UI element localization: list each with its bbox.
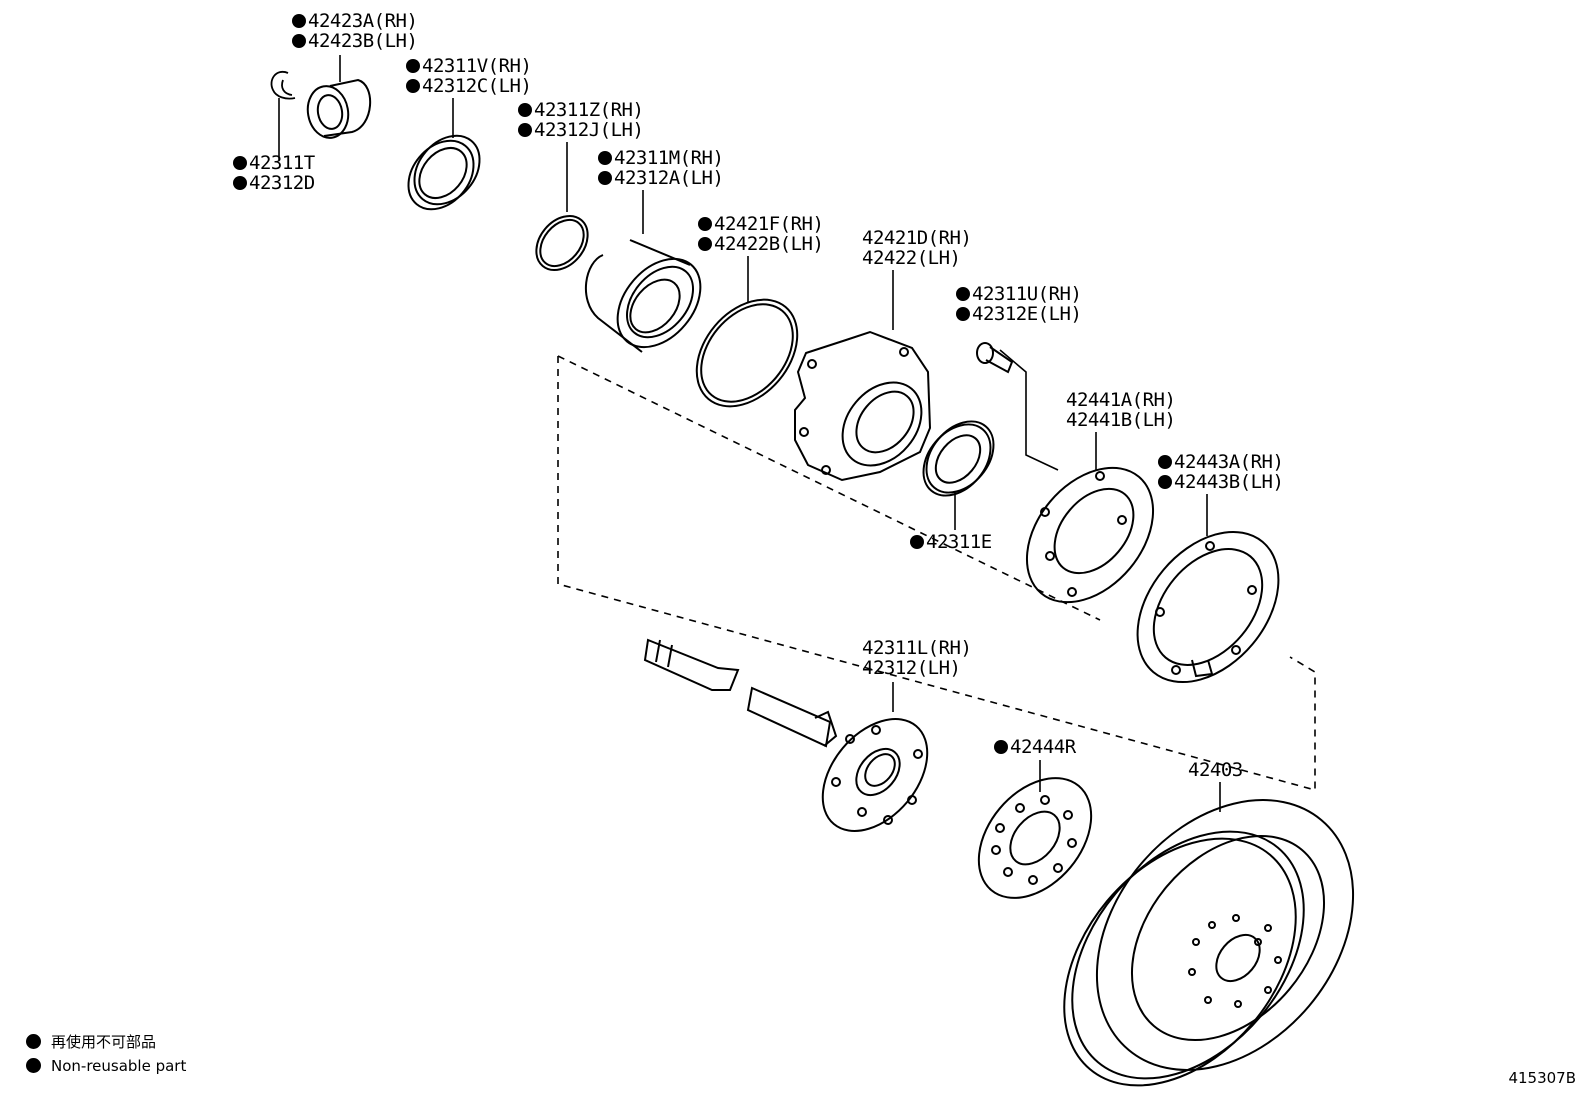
axle-shaft	[643, 638, 838, 748]
label-42311l: 42311L(RH) 42312(LH)	[862, 637, 972, 679]
label-42443: 42443A(RH) 42443B(LH)	[1158, 452, 1284, 492]
label-42311m: 42311M(RH) 42312A(LH)	[598, 148, 724, 188]
label-42311z: 42311Z(RH) 42312J(LH)	[518, 100, 644, 140]
non-reusable-dot	[598, 151, 612, 165]
non-reusable-dot	[698, 217, 712, 231]
non-reusable-dot	[292, 14, 306, 28]
gasket	[1136, 530, 1280, 684]
non-reusable-dot	[233, 156, 247, 170]
snap-ring	[270, 70, 296, 100]
non-reusable-dot	[1158, 455, 1172, 469]
label-42423: 42423A(RH) 42423B(LH)	[292, 11, 418, 51]
oil-seal	[922, 420, 995, 497]
thin-ring	[535, 215, 589, 271]
label-42421d: 42421D(RH) 42422(LH)	[862, 227, 972, 269]
o-ring	[695, 298, 799, 408]
legend-dot	[26, 1034, 41, 1049]
non-reusable-dot	[910, 535, 924, 549]
label-42311e: 42311E	[910, 532, 992, 552]
hub-bolt	[976, 342, 1014, 374]
assembly-axis	[557, 355, 1101, 621]
label-42311t: 42311T 42312D	[233, 153, 315, 193]
non-reusable-dot	[1158, 475, 1172, 489]
non-reusable-dot	[406, 59, 420, 73]
non-reusable-dot	[518, 123, 532, 137]
legend-line-2: Non-reusable part	[26, 1057, 186, 1075]
legend-dot	[26, 1058, 41, 1073]
diagram-code: 415307B	[1508, 1069, 1576, 1087]
non-reusable-dot	[233, 176, 247, 190]
label-42403: 42403	[1188, 759, 1243, 781]
axle-flange	[821, 718, 929, 832]
non-reusable-dot	[518, 103, 532, 117]
non-reusable-dot	[406, 79, 420, 93]
backing-plate	[1025, 466, 1155, 604]
label-42421f: 42421F(RH) 42422B(LH)	[698, 214, 824, 254]
non-reusable-dot	[292, 34, 306, 48]
brake-drum	[1063, 799, 1355, 1087]
non-reusable-dot	[956, 287, 970, 301]
legend-line-1: 再使用不可部品	[26, 1031, 156, 1052]
non-reusable-dot	[956, 307, 970, 321]
leader-lines	[278, 55, 1221, 812]
outer-race	[407, 134, 481, 211]
label-42311v: 42311V(RH) 42312C(LH)	[406, 56, 532, 96]
inner-race	[306, 78, 371, 139]
label-42311u: 42311U(RH) 42312E(LH)	[956, 284, 1082, 324]
non-reusable-dot	[598, 171, 612, 185]
non-reusable-dot	[994, 740, 1008, 754]
bearing	[584, 239, 702, 353]
non-reusable-dot	[698, 237, 712, 251]
plate-washer	[977, 777, 1093, 899]
assembly-boundary	[557, 356, 1316, 792]
bearing-retainer	[794, 330, 932, 482]
label-42441: 42441A(RH) 42441B(LH)	[1066, 389, 1176, 431]
label-42444r: 42444R	[994, 737, 1076, 757]
